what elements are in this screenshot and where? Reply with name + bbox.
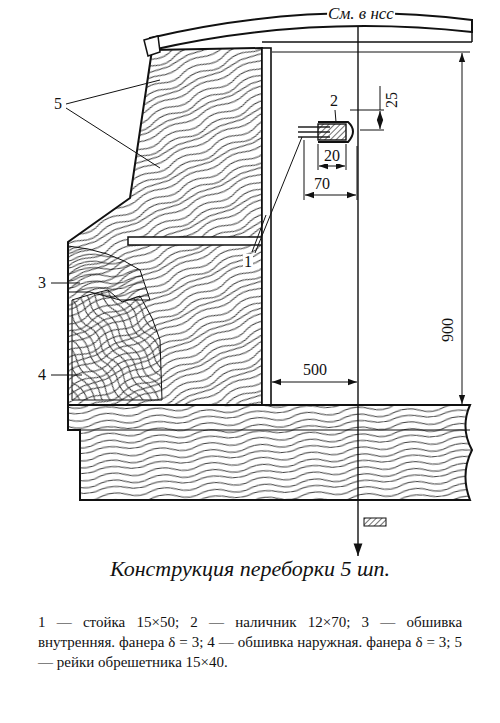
batten — [128, 237, 262, 245]
leader-line — [66, 80, 160, 104]
deck-beam — [150, 13, 472, 50]
parts-list-item: 2 — наличник 12×70; — [190, 614, 350, 630]
leader-line — [335, 110, 336, 122]
floor-block — [68, 405, 472, 500]
extension-line — [318, 144, 319, 170]
parts-list: 1 — стойка 15×50; 2 — наличник 12×70; 3 … — [38, 612, 462, 672]
leader-line — [252, 215, 266, 252]
dimension-line — [272, 382, 357, 383]
bulkhead-drawing — [0, 0, 500, 560]
extension-line — [304, 140, 305, 200]
detail-stanchion — [318, 124, 346, 140]
extension-line — [272, 52, 470, 53]
extension-line — [380, 86, 381, 110]
dimension-value: 500 — [302, 362, 328, 378]
deck-edge — [144, 36, 160, 56]
deck-plate — [262, 41, 472, 43]
dimension-line — [319, 166, 345, 167]
dimension-value: 25 — [384, 91, 400, 109]
reference-note: См. в нсс — [327, 5, 395, 22]
bulkhead-panel — [68, 48, 262, 405]
extension-line — [360, 130, 384, 131]
dimension-value: 20 — [323, 148, 341, 164]
extension-line — [360, 405, 470, 406]
callout-number: 2 — [329, 93, 339, 109]
outer-plating-cutaway — [72, 290, 162, 400]
parts-list-item: 4 — обшивка наружная. фанера δ = 3; — [207, 634, 450, 650]
dimension-line — [380, 111, 381, 129]
deck-plate-edge — [471, 20, 473, 42]
leader-line — [66, 108, 160, 168]
dimension-value: 70 — [313, 176, 331, 192]
extension-line — [346, 144, 347, 170]
figure-caption: Конструкция переборки 5 шп. — [30, 556, 470, 581]
extension-line — [350, 110, 384, 111]
floor-joint — [80, 430, 470, 431]
detail-trim — [318, 122, 353, 142]
callout-number: 1 — [243, 254, 253, 270]
stanchion — [262, 48, 271, 405]
extension-line — [357, 146, 358, 200]
callout-number: 4 — [37, 367, 47, 383]
leader-line — [255, 137, 302, 253]
leader-line — [51, 375, 82, 376]
centre-line — [357, 26, 358, 556]
callout-number: 5 — [53, 96, 63, 112]
leader-line — [51, 283, 80, 284]
parts-list-item: 1 — стойка 15×50; — [38, 614, 179, 630]
dimension-line — [305, 195, 356, 196]
callout-number: 3 — [37, 275, 47, 291]
dimension-line — [462, 53, 463, 404]
keel-section — [364, 518, 386, 526]
dimension-value: 900 — [440, 317, 456, 343]
